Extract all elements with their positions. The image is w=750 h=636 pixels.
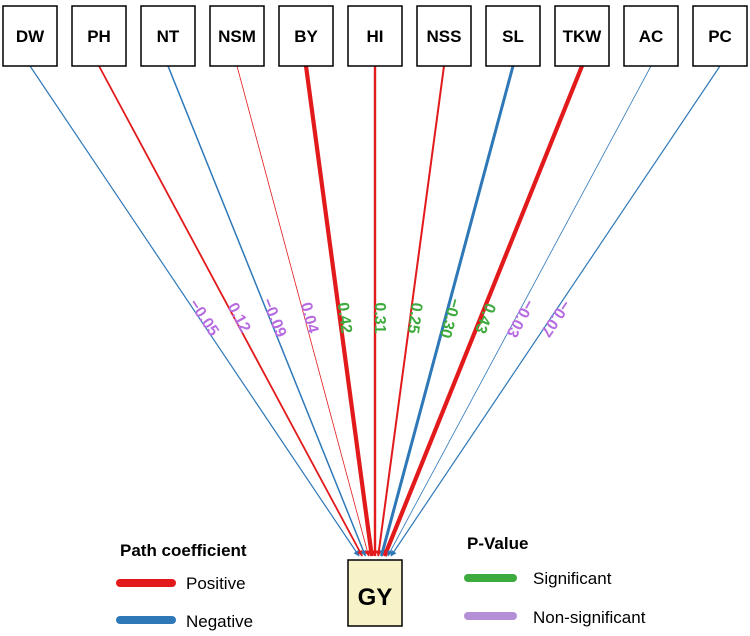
coefficient-label-nsm: 0.04 bbox=[297, 301, 322, 336]
coefficient-label-nt: −0.09 bbox=[258, 296, 289, 340]
variable-label-nsm: NSM bbox=[218, 27, 256, 46]
path-edge-ac bbox=[387, 65, 652, 557]
variable-label-hi: HI bbox=[367, 27, 384, 46]
variable-box-frame-dw bbox=[2, 5, 58, 67]
variable-label-nt: NT bbox=[157, 27, 180, 46]
legend-positive-label: Positive bbox=[186, 574, 246, 593]
variable-label-by: BY bbox=[294, 27, 318, 46]
path-edge-dw bbox=[29, 65, 360, 557]
coefficient-label-sl: −0.30 bbox=[436, 296, 463, 340]
path-edge-nss bbox=[375, 65, 445, 557]
coefficient-label-ph: 0.12 bbox=[224, 300, 254, 336]
variable-label-sl: SL bbox=[502, 27, 524, 46]
variable-box-frame-nsm bbox=[209, 5, 265, 67]
variable-box-frame-nss bbox=[416, 5, 472, 67]
variable-label-ph: PH bbox=[87, 27, 111, 46]
variable-box-frame-ph bbox=[71, 5, 127, 67]
legend-significant-label: Significant bbox=[533, 569, 612, 588]
variable-box-nt: NT bbox=[140, 5, 196, 67]
variable-label-dw: DW bbox=[16, 27, 45, 46]
path-edge-pc bbox=[390, 65, 721, 557]
coefficient-label-dw: −0.05 bbox=[185, 296, 222, 339]
target-box bbox=[347, 559, 403, 627]
path-edge-tkw bbox=[382, 65, 584, 557]
coefficient-label-tkw: 0.43 bbox=[471, 300, 498, 335]
variable-box-hi: HI bbox=[347, 5, 403, 67]
legend-path-coefficient: Path coefficient Positive Negative bbox=[116, 541, 253, 631]
variable-box-frame-ac bbox=[623, 5, 679, 67]
legend-nonsignificant-label: Non-significant bbox=[533, 608, 646, 627]
path-edge-by bbox=[303, 65, 375, 557]
variable-boxes: DW PH NT NSM BY HI NSS SL TKW AC PC bbox=[2, 5, 748, 67]
legend-pvalue-title: P-Value bbox=[467, 534, 528, 553]
variable-label-tkw: TKW bbox=[563, 27, 603, 46]
coefficient-label-hi: 0.31 bbox=[371, 302, 388, 333]
variable-label-pc: PC bbox=[708, 27, 732, 46]
variable-box-sl: SL bbox=[485, 5, 541, 67]
variable-box-frame-by bbox=[278, 5, 334, 67]
coefficient-label-nss: 0.25 bbox=[404, 301, 425, 334]
coefficient-label-pc: −0.07 bbox=[537, 297, 574, 340]
legend-p-value: P-Value Significant Non-significant bbox=[464, 534, 646, 627]
variable-box-frame-tkw bbox=[554, 5, 610, 67]
variable-box-tkw: TKW bbox=[554, 5, 610, 67]
legend-negative-label: Negative bbox=[186, 612, 253, 631]
target-node: GY bbox=[347, 559, 403, 627]
variable-box-frame-pc bbox=[692, 5, 748, 67]
path-edge-ph bbox=[98, 65, 363, 557]
variable-box-frame-sl bbox=[485, 5, 541, 67]
legend-path-title: Path coefficient bbox=[120, 541, 247, 560]
coefficient-label-ac: −0.03 bbox=[503, 296, 537, 340]
target-label: GY bbox=[358, 584, 393, 611]
variable-box-by: BY bbox=[278, 5, 334, 67]
path-edges bbox=[29, 65, 721, 557]
variable-label-nss: NSS bbox=[427, 27, 462, 46]
variable-box-ac: AC bbox=[623, 5, 679, 67]
variable-box-pc: PC bbox=[692, 5, 748, 67]
path-edge-sl bbox=[379, 65, 515, 557]
variable-box-frame-hi bbox=[347, 5, 403, 67]
variable-box-nss: NSS bbox=[416, 5, 472, 67]
variable-box-dw: DW bbox=[2, 5, 58, 67]
variable-box-ph: PH bbox=[71, 5, 127, 67]
variable-label-ac: AC bbox=[639, 27, 664, 46]
path-edge-nt bbox=[167, 65, 367, 557]
variable-box-nsm: NSM bbox=[209, 5, 265, 67]
variable-box-frame-nt bbox=[140, 5, 196, 67]
path-edge-nsm bbox=[236, 65, 371, 557]
coefficient-label-by: 0.42 bbox=[334, 301, 355, 334]
